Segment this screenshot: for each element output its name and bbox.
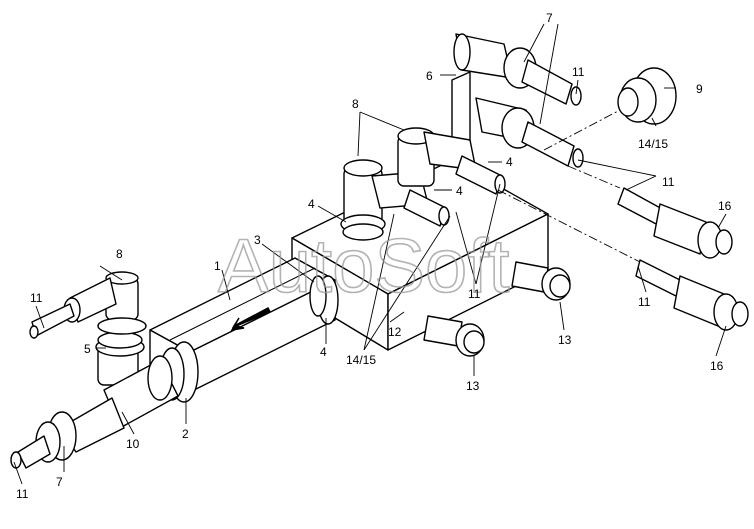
callout-5: 5 xyxy=(84,342,91,356)
sensor-lower xyxy=(635,259,749,331)
callout-11-d: 11 xyxy=(468,287,481,301)
plug-fitting xyxy=(617,67,677,125)
callout-12: 12 xyxy=(388,325,402,339)
callout-11-b: 11 xyxy=(662,175,675,189)
callout-11-f: 11 xyxy=(16,487,29,501)
bolt-lower xyxy=(423,315,485,357)
callout-16-a: 16 xyxy=(718,199,732,213)
top-elbow-fittings xyxy=(453,33,584,168)
callout-4-a: 4 xyxy=(308,197,315,211)
callout-4-d: 4 xyxy=(506,155,513,169)
sensor-upper xyxy=(617,187,733,259)
callout-8-b: 8 xyxy=(116,247,123,261)
callout-7-b: 7 xyxy=(56,475,63,489)
callout-7-a: 7 xyxy=(546,11,553,25)
filter-housing xyxy=(149,257,339,403)
callout-16-b: 16 xyxy=(710,359,724,373)
callout-13-a: 13 xyxy=(558,333,572,347)
callout-13-b: 13 xyxy=(466,379,480,393)
callout-3: 3 xyxy=(254,233,261,247)
alignment-lines xyxy=(497,109,641,263)
callout-1: 1 xyxy=(214,259,221,273)
callout-11-e: 11 xyxy=(30,291,43,305)
flow-direction-arrow xyxy=(230,306,272,332)
callout-4-c: 4 xyxy=(456,184,463,198)
callout-14-15-b: 14/15 xyxy=(638,137,668,151)
watermark-text: AutoSoft xyxy=(218,224,510,309)
leader-lines xyxy=(13,23,727,485)
bolt-upper xyxy=(511,261,571,301)
tee-fitting xyxy=(10,331,179,469)
callout-10: 10 xyxy=(126,437,140,451)
callout-14-15-a: 14/15 xyxy=(346,353,376,367)
callout-11-c: 11 xyxy=(638,295,651,309)
callout-4-b: 4 xyxy=(320,345,327,359)
callout-2: 2 xyxy=(182,427,189,441)
block-elbow-rear xyxy=(397,127,506,195)
callout-9: 9 xyxy=(696,82,703,96)
callout-labels: 1 2 3 4 4 4 4 5 6 7 7 8 8 9 10 11 11 11 … xyxy=(16,11,732,501)
callout-8-a: 8 xyxy=(352,97,359,111)
callout-6: 6 xyxy=(426,69,433,83)
left-elbow-fitting xyxy=(29,271,147,339)
callout-11-a: 11 xyxy=(572,65,585,79)
